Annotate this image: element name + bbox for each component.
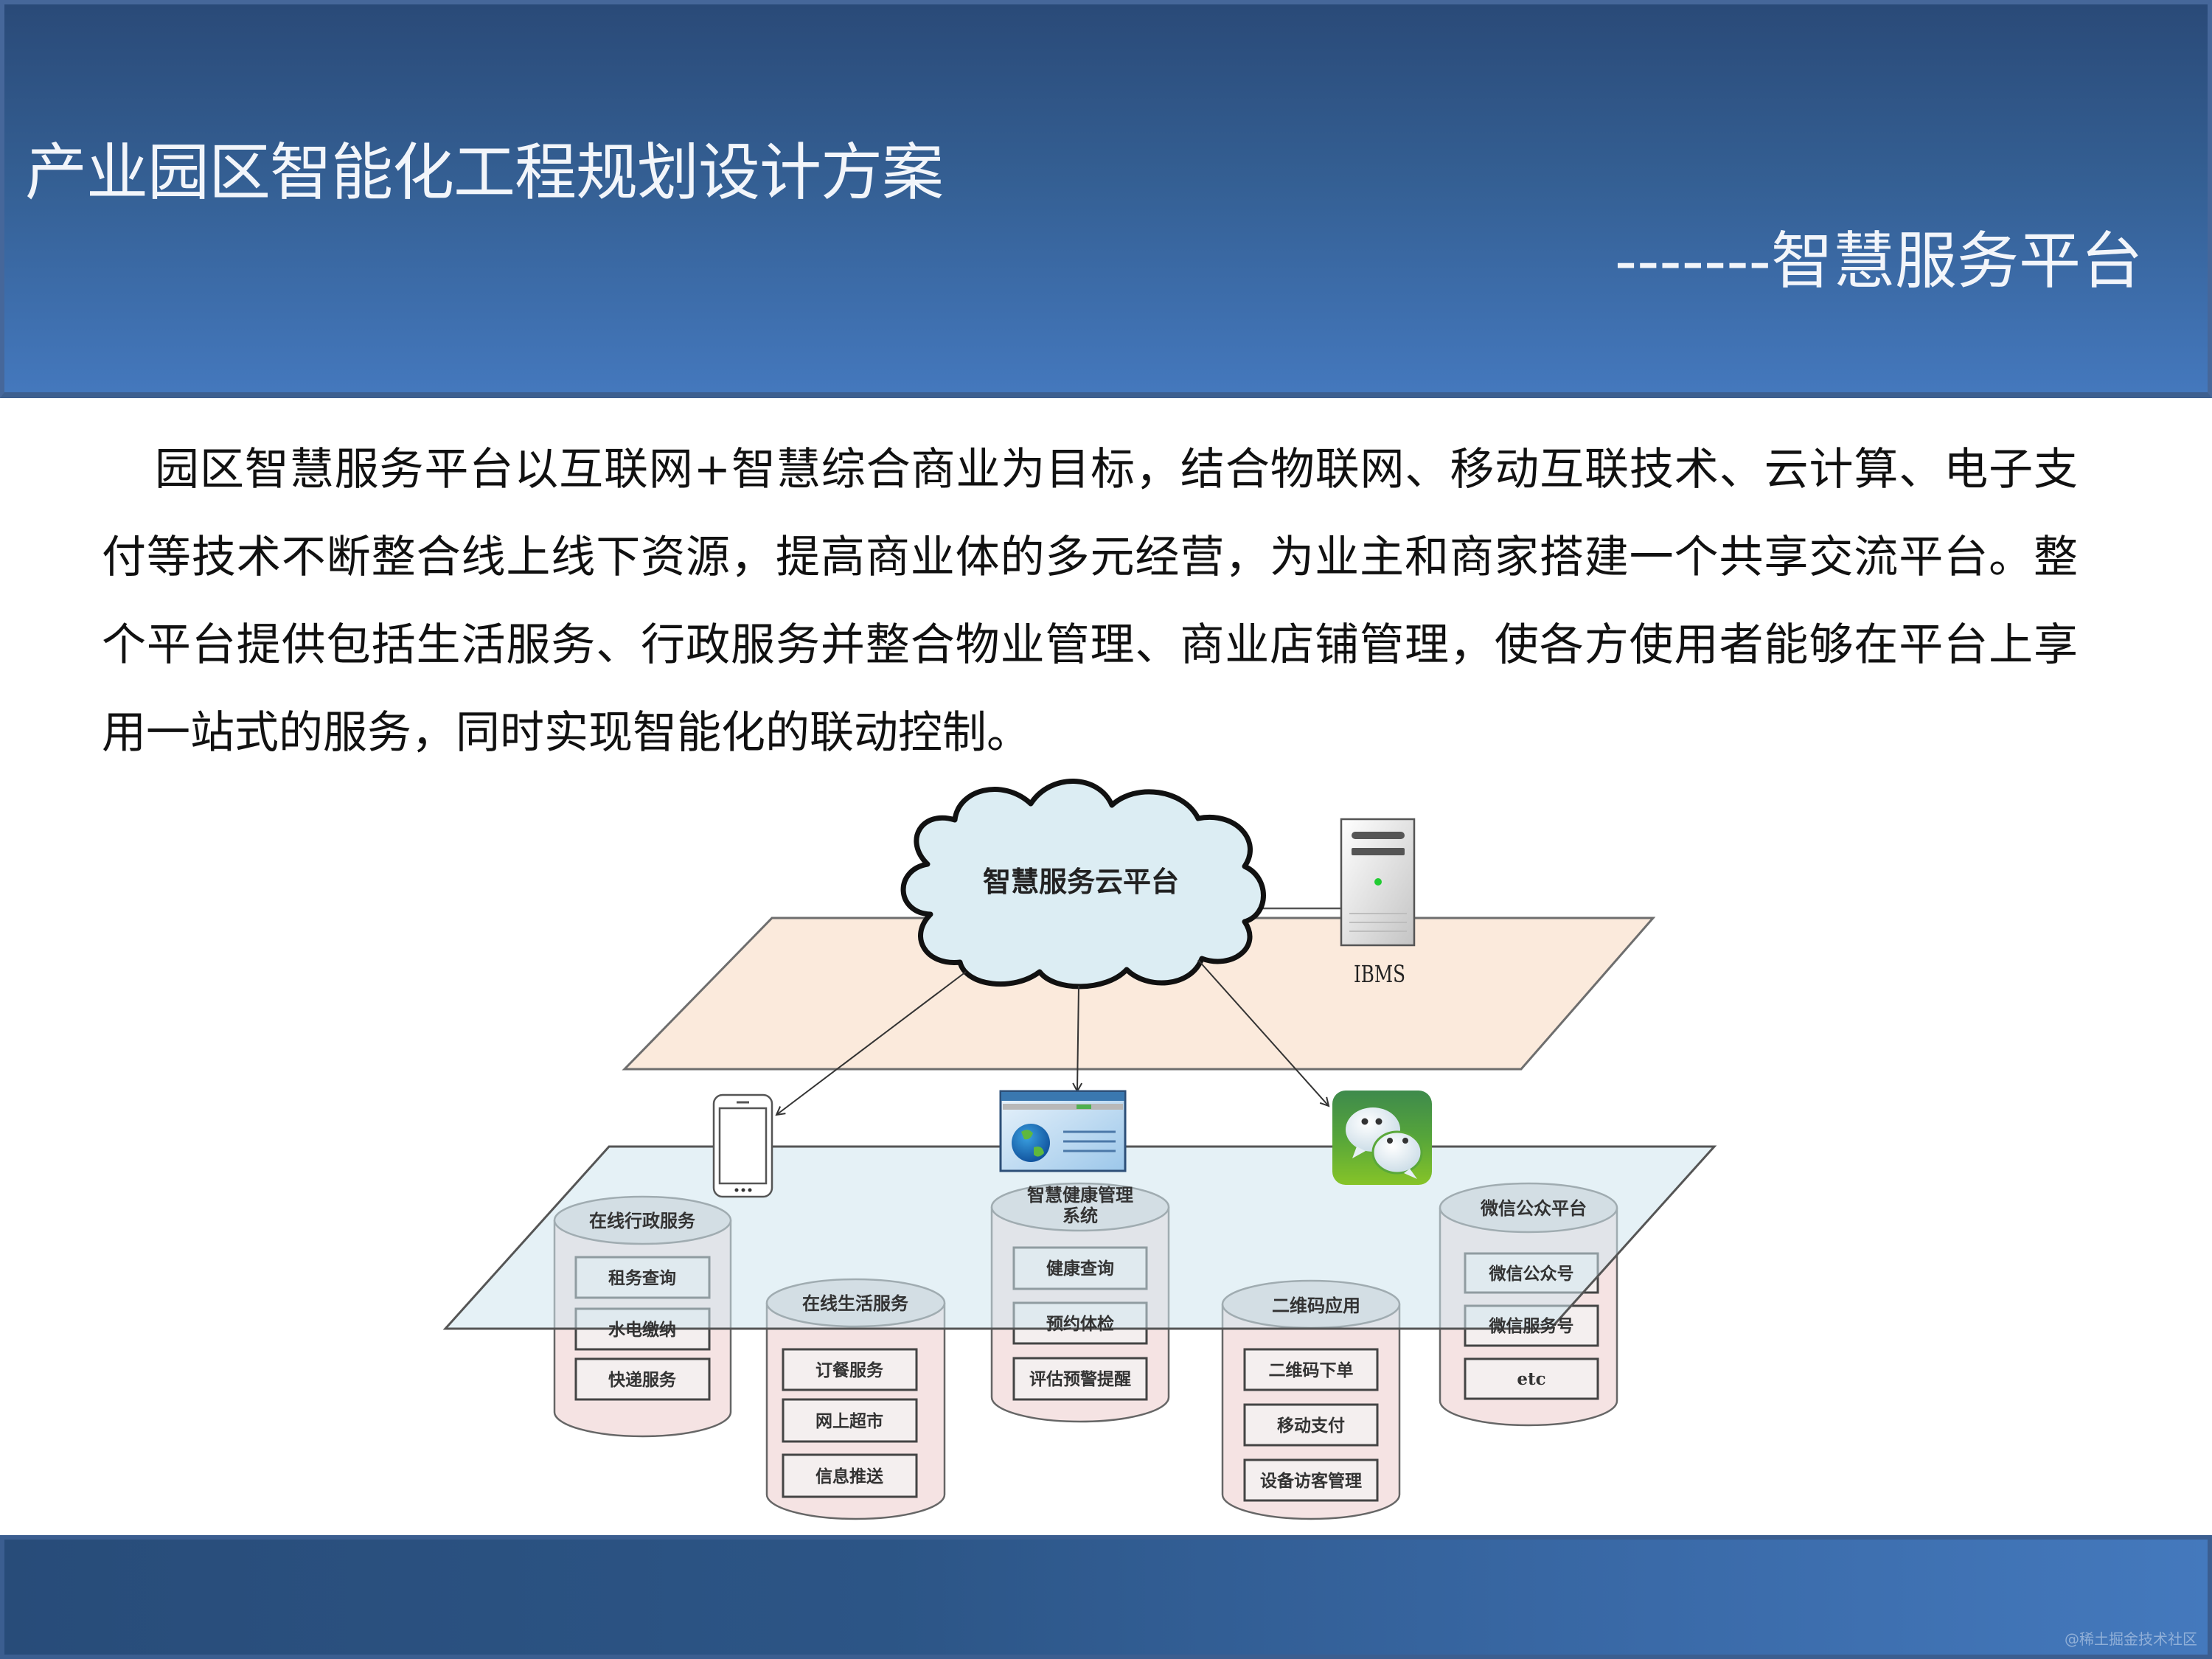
item-label: 快递服务 [608,1370,677,1390]
slide-header: 产业园区智能化工程规划设计方案 -------智慧服务平台 [0,0,2212,398]
item-box [1012,1357,1148,1401]
item-label: 健康查询 [1046,1259,1114,1279]
item-box [782,1398,918,1443]
item-label: 租务查询 [608,1268,676,1288]
server-label: IBMS [1354,960,1405,988]
item-label: 订餐服务 [815,1360,884,1380]
item-label: 移动支付 [1277,1416,1345,1436]
item-label: etc [1517,1369,1545,1389]
item-label: 网上超市 [815,1411,883,1431]
item-label: 评估预警提醒 [1029,1369,1131,1389]
item-label: 二维码下单 [1269,1360,1354,1380]
item-box [782,1348,918,1391]
browser-globe-icon [999,1090,1127,1172]
item-label: 信息推送 [815,1467,883,1486]
watermark: @稀土掘金技术社区 [2065,1630,2197,1648]
item-box [574,1357,711,1401]
lower-plane [442,1145,1717,1330]
item-label: 微信公众号 [1489,1264,1574,1284]
slide-subtitle: -------智慧服务平台 [1614,225,2143,297]
arrow-to-mobile [776,971,967,1115]
item-label: 微信服务号 [1489,1316,1574,1336]
item-label: 预约体检 [1046,1314,1114,1334]
cylinder-title: 系统 [1062,1205,1098,1226]
cloud-icon [900,779,1266,990]
wechat-icon [1332,1091,1432,1185]
item-box [1243,1458,1379,1502]
body-paragraph: 园区智慧服务平台以互联网+智慧综合商业为目标，结合物联网、移动互联技术、云计算、… [102,444,2078,759]
cylinder-title: 智慧健康管理 [1027,1184,1133,1206]
architecture-diagram: IBMS 智慧服务云平台 [442,779,1717,1520]
item-box [1243,1403,1379,1447]
item-box [1243,1348,1379,1391]
slide-title: 产业园区智能化工程规划设计方案 [25,136,944,209]
cylinder-title: 微信公众平台 [1480,1197,1587,1219]
cylinder-title: 二维码应用 [1272,1295,1360,1316]
item-box [782,1453,918,1498]
smartphone-icon [712,1093,773,1198]
arrow-to-wechat [1197,959,1329,1106]
item-box [1464,1357,1599,1400]
slide-footer: @稀土掘金技术社区 [0,1535,2212,1659]
item-label: 水电缴纳 [608,1320,676,1340]
server-icon [1340,818,1416,947]
item-label: 设备访客管理 [1260,1471,1362,1491]
cloud-label: 智慧服务云平台 [983,865,1179,898]
cylinder-title: 在线生活服务 [802,1293,909,1314]
arrow-to-web [1077,985,1079,1091]
cylinder-title: 在线行政服务 [589,1210,696,1231]
